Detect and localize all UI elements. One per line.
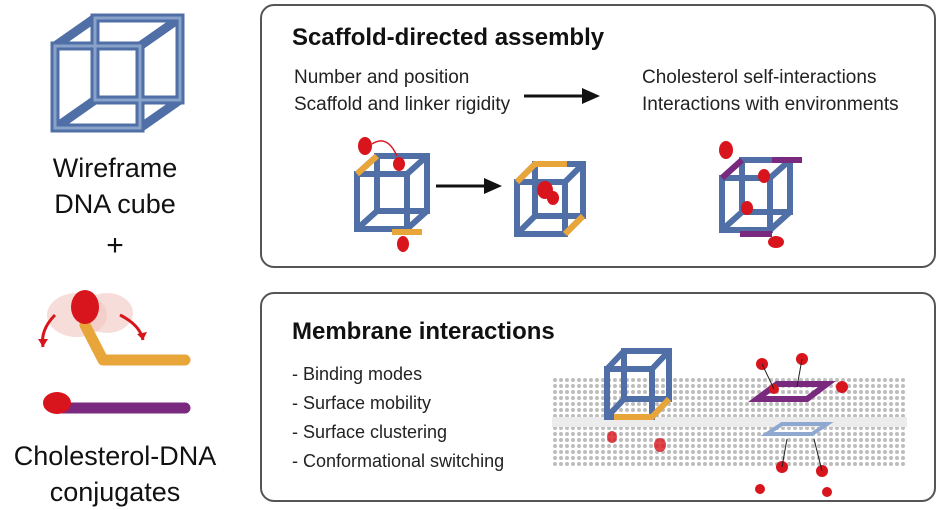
- conjugate-label-line2: conjugates: [49, 477, 181, 507]
- cube-label: Wireframe DNA cube: [25, 150, 205, 222]
- factor-rigidity: Scaffold and linker rigidity: [294, 94, 511, 115]
- cholesterol-dna-conjugate-icon: [38, 290, 191, 414]
- scaffold-directed-assembly-panel: Scaffold-directed assembly Number and po…: [260, 4, 936, 268]
- outcome-environment-interactions: Interactions with environments: [642, 94, 899, 115]
- membrane-panel-title: Membrane interactions: [292, 318, 555, 345]
- conjugate-label: Cholesterol-DNA conjugates: [0, 438, 230, 510]
- plus-sign: +: [106, 229, 124, 262]
- scaffold-panel-title: Scaffold-directed assembly: [292, 24, 605, 51]
- membrane-interactions-panel: Membrane interactions - Binding modes - …: [260, 292, 936, 502]
- lipid-membrane-illustration: [552, 348, 907, 497]
- cube-conjugate-initial-icon: [354, 137, 430, 252]
- wireframe-dna-cube-icon: [50, 13, 185, 133]
- conjugate-label-line1: Cholesterol-DNA: [13, 441, 217, 471]
- bullet-surface-mobility: - Surface mobility: [292, 393, 432, 413]
- arrow-right-icon: [524, 88, 600, 104]
- factor-number-position: Number and position: [294, 67, 470, 88]
- cube-label-line1: Wireframe: [52, 153, 178, 183]
- arrow-right-small-icon: [436, 178, 502, 194]
- bullet-surface-clustering: - Surface clustering: [292, 422, 448, 442]
- cube-conjugate-assembled-icon: [514, 161, 586, 237]
- cube-purple-linker-icon: [719, 141, 802, 248]
- bullet-binding-modes: - Binding modes: [292, 364, 423, 384]
- cube-label-line2: DNA cube: [54, 189, 176, 219]
- outcome-self-interactions: Cholesterol self-interactions: [642, 67, 877, 88]
- bullet-conformational-switching: - Conformational switching: [292, 451, 505, 471]
